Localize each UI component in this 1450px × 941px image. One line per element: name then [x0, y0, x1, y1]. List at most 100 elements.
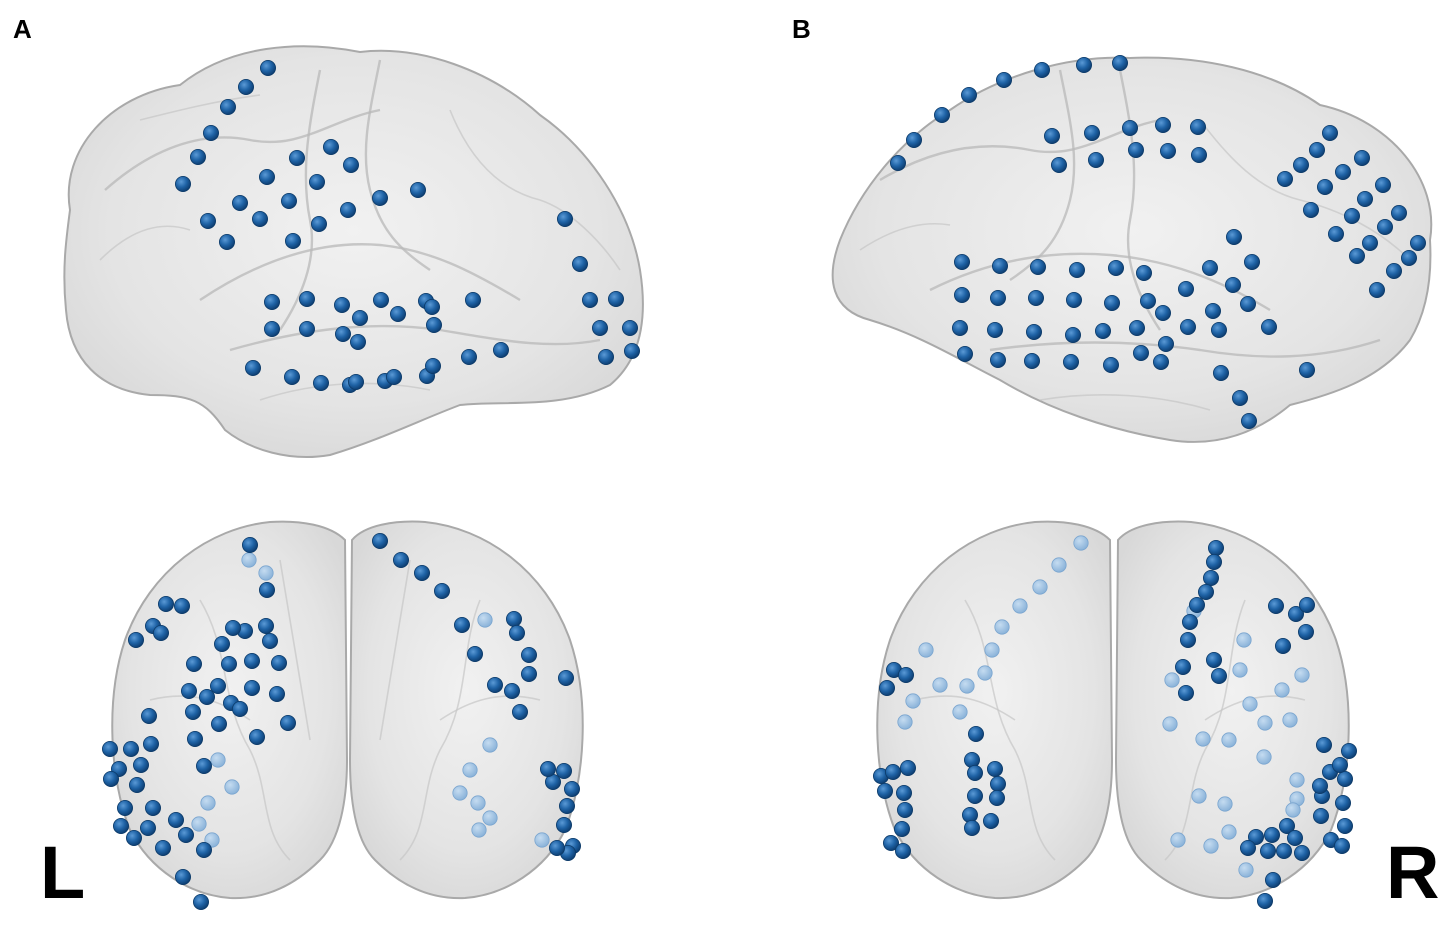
electrode-marker — [470, 795, 486, 811]
electrode-marker — [1178, 685, 1195, 702]
electrode-marker — [1317, 178, 1334, 195]
electrode-marker — [894, 821, 911, 838]
electrode-marker — [918, 642, 934, 658]
electrode-marker — [1129, 319, 1146, 336]
electrode-marker — [1160, 142, 1177, 159]
electrode-marker — [174, 869, 191, 886]
electrode-marker — [261, 633, 278, 650]
electrode-marker — [392, 552, 409, 569]
electrode-marker — [1202, 259, 1219, 276]
electrode-marker — [1238, 862, 1254, 878]
electrode-marker — [127, 632, 144, 649]
electrode-marker — [1213, 364, 1230, 381]
electrode-marker — [883, 835, 900, 852]
electrode-marker — [339, 201, 356, 218]
electrode-marker — [540, 761, 557, 778]
electrode-marker — [389, 305, 406, 322]
electrode-marker — [897, 802, 914, 819]
electrode-marker — [624, 342, 641, 359]
electrode-marker — [534, 832, 550, 848]
electrode-marker — [1073, 535, 1089, 551]
electrode-marker — [1190, 119, 1207, 136]
electrode-marker — [879, 680, 896, 697]
electrode-marker — [334, 325, 351, 342]
electrode-marker — [1277, 170, 1294, 187]
electrode-markers — [102, 55, 1427, 911]
electrode-marker — [968, 726, 985, 743]
electrode-marker — [1334, 838, 1351, 855]
electrode-marker — [123, 741, 140, 758]
electrode-marker — [139, 820, 156, 837]
electrode-marker — [559, 798, 576, 815]
electrode-marker — [1032, 579, 1048, 595]
electrode-marker — [556, 763, 573, 780]
electrode-marker — [505, 611, 522, 628]
electrode-marker — [622, 319, 639, 336]
electrode-marker — [372, 291, 389, 308]
electrode-marker — [1136, 264, 1153, 281]
electrode-marker — [486, 677, 503, 694]
electrode-marker — [1206, 652, 1223, 669]
electrode-marker — [1337, 771, 1354, 788]
electrode-marker — [952, 319, 969, 336]
electrode-marker — [1051, 156, 1068, 173]
electrode-marker — [298, 320, 315, 337]
electrode-marker — [423, 298, 440, 315]
electrode-marker — [199, 212, 216, 229]
electrode-marker — [462, 762, 478, 778]
electrode-marker — [279, 715, 296, 732]
electrode-marker — [270, 655, 287, 672]
electrode-marker — [263, 320, 280, 337]
electrode-marker — [934, 107, 951, 124]
electrode-marker — [433, 583, 450, 600]
electrode-marker — [1274, 682, 1290, 698]
electrode-marker — [967, 788, 984, 805]
electrode-marker — [209, 678, 226, 695]
electrode-marker — [191, 816, 207, 832]
electrode-marker — [977, 665, 993, 681]
electrode-marker — [1256, 749, 1272, 765]
electrode-marker — [1377, 218, 1394, 235]
electrode-marker — [213, 636, 230, 653]
electrode-marker — [906, 131, 923, 148]
electrode-marker — [220, 656, 237, 673]
electrode-marker — [308, 173, 325, 190]
electrode-marker — [983, 813, 1000, 830]
electrode-marker — [177, 827, 194, 844]
electrode-marker — [258, 582, 275, 599]
frontal-left-brain — [111, 520, 584, 900]
electrode-marker — [231, 194, 248, 211]
electrode-marker — [117, 800, 134, 817]
electrode-marker — [1294, 667, 1310, 683]
electrode-marker — [558, 670, 575, 687]
electrode-marker — [1088, 151, 1105, 168]
electrode-marker — [1240, 295, 1257, 312]
electrode-marker — [898, 667, 915, 684]
electrode-marker — [1198, 584, 1215, 601]
electrode-marker — [244, 359, 261, 376]
electrode-marker — [1155, 304, 1172, 321]
electrode-marker — [128, 777, 145, 794]
electrode-marker — [895, 843, 912, 860]
electrode-marker — [322, 138, 339, 155]
electrode-marker — [1248, 829, 1265, 846]
electrode-marker — [1236, 632, 1252, 648]
electrode-marker — [409, 181, 426, 198]
electrode-marker — [385, 368, 402, 385]
electrode-marker — [1128, 141, 1145, 158]
electrode-marker — [144, 800, 161, 817]
electrode-marker — [890, 154, 907, 171]
electrode-marker — [1063, 353, 1080, 370]
electrode-marker — [1293, 156, 1310, 173]
electrode-marker — [452, 785, 468, 801]
electrode-marker — [157, 596, 174, 613]
electrode-marker — [224, 620, 241, 637]
electrode-marker — [556, 817, 573, 834]
electrode-marker — [1341, 743, 1358, 760]
electrode-marker — [1240, 840, 1257, 857]
electrode-marker — [1030, 258, 1047, 275]
electrode-marker — [351, 309, 368, 326]
electrode-marker — [464, 291, 481, 308]
electrode-marker — [298, 290, 315, 307]
